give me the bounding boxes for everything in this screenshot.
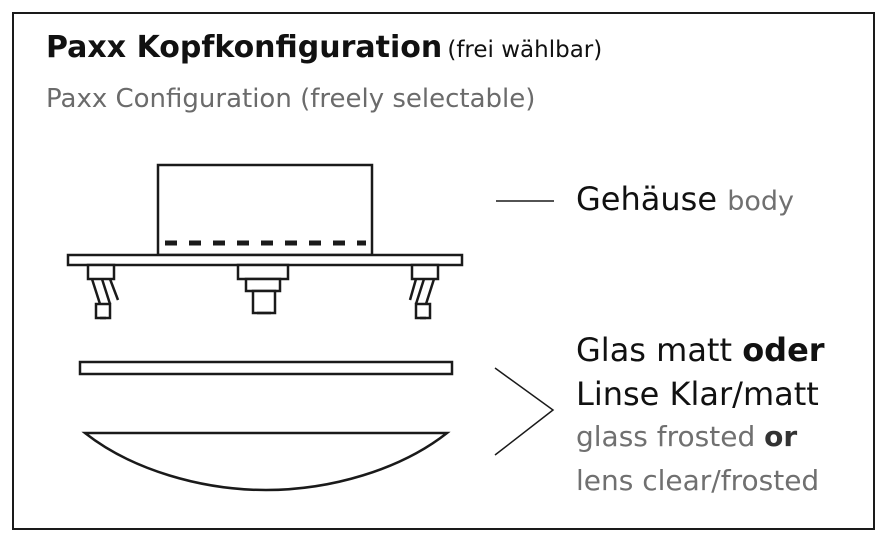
right-clip: [408, 263, 440, 320]
glass-de-or: oder: [742, 331, 825, 369]
glass-label-en-line1: glass frosted or: [576, 415, 819, 459]
body-label-de: Gehäuse: [576, 180, 718, 218]
glass-label-en-line2: lens clear/frosted: [576, 464, 820, 497]
diagram-frame: [12, 12, 875, 530]
glass-de-text: Glas matt: [576, 331, 733, 369]
housing-box: [156, 163, 374, 257]
body-label-en: body: [727, 186, 794, 217]
page-subtitle: Paxx Configuration (freely selectable): [46, 84, 536, 114]
glass-en-text: glass frosted: [576, 420, 756, 453]
glass-label-de-line1: Glas matt oder: [576, 328, 825, 372]
glass-label-en: glass frosted or lens clear/frosted: [576, 415, 819, 503]
lens: [81, 431, 451, 492]
left-clip: [86, 263, 120, 320]
page-title: Paxx Kopfkonfiguration (frei wählbar): [46, 30, 602, 65]
glass-en-or: or: [764, 420, 798, 453]
body-label: Gehäuse body: [576, 180, 794, 218]
flange-plate: [66, 253, 464, 267]
center-spring: [236, 263, 290, 315]
glass-label-de-line2: Linse Klar/matt: [576, 375, 819, 413]
title-main: Paxx Kopfkonfiguration: [46, 30, 443, 65]
title-suffix: (frei wählbar): [447, 37, 603, 63]
glass-label-de: Glas matt oder Linse Klar/matt: [576, 328, 825, 416]
glass-lens-bracket: [494, 367, 555, 456]
glass-plate: [78, 360, 454, 376]
